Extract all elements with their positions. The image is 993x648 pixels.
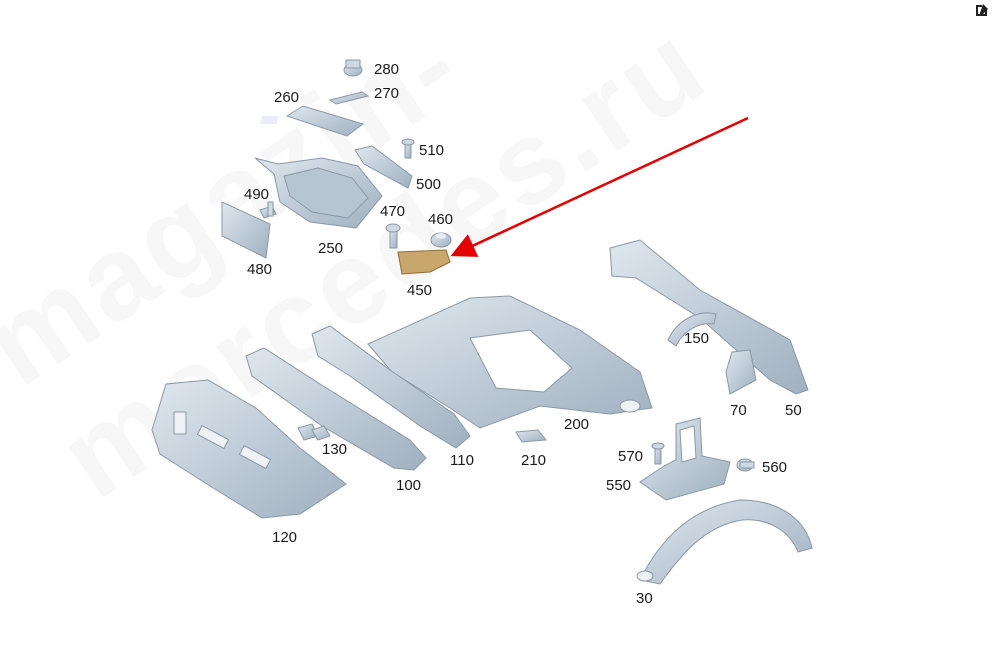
callout-560[interactable]: 560: [762, 459, 788, 476]
callout-250[interactable]: 250: [318, 240, 344, 257]
pointer-arrow: [450, 116, 749, 257]
part-210-clip[interactable]: [515, 429, 547, 443]
part-560-bolt[interactable]: [736, 458, 755, 472]
part-280-nut[interactable]: [343, 59, 363, 77]
callout-110[interactable]: 110: [450, 452, 474, 469]
part-510-bolt[interactable]: [401, 138, 415, 159]
part-70-bracket[interactable]: [725, 349, 757, 395]
callout-120[interactable]: 120: [272, 529, 298, 546]
part-570-bolt[interactable]: [651, 442, 665, 465]
callout-130[interactable]: 130: [322, 441, 348, 458]
part-250-tub[interactable]: [254, 157, 383, 229]
part-120-floor-section[interactable]: [151, 379, 347, 519]
callout-270[interactable]: 270: [374, 85, 400, 102]
callout-280[interactable]: 280: [374, 61, 400, 78]
callout-70[interactable]: 70: [730, 402, 747, 419]
part-460-nut[interactable]: [430, 232, 452, 248]
part-150-arch[interactable]: [667, 312, 717, 347]
callout-490[interactable]: 490: [244, 186, 270, 203]
edit-icon[interactable]: [974, 2, 992, 20]
callout-150[interactable]: 150: [684, 330, 710, 347]
part-550-bracket[interactable]: [639, 417, 731, 501]
part-270-strip[interactable]: [328, 91, 370, 105]
part-480-panel[interactable]: [221, 201, 271, 259]
callout-460[interactable]: 460: [428, 211, 454, 228]
part-450-bracket-highlighted[interactable]: [397, 249, 451, 275]
callout-470[interactable]: 470: [380, 203, 406, 220]
part-490-clip[interactable]: [259, 201, 277, 219]
callout-100[interactable]: 100: [396, 477, 422, 494]
part-100-rail[interactable]: [245, 347, 427, 471]
part-200-floor[interactable]: [367, 295, 653, 429]
part-260-cover[interactable]: [259, 105, 365, 137]
callout-480[interactable]: 480: [247, 261, 273, 278]
part-110-rail[interactable]: [311, 325, 471, 449]
callout-200[interactable]: 200: [564, 416, 590, 433]
part-470-bolt[interactable]: [385, 223, 401, 249]
callout-570[interactable]: 570: [618, 448, 644, 465]
callout-450[interactable]: 450: [407, 282, 433, 299]
callout-550[interactable]: 550: [606, 477, 632, 494]
callout-510[interactable]: 510: [419, 142, 445, 159]
callout-210[interactable]: 210: [521, 452, 547, 469]
part-30-wheel-arch[interactable]: [636, 499, 813, 585]
callout-500[interactable]: 500: [416, 176, 442, 193]
part-130-clips[interactable]: [297, 423, 331, 441]
part-500-bracket[interactable]: [354, 145, 413, 189]
callout-30[interactable]: 30: [636, 590, 653, 607]
callout-260[interactable]: 260: [274, 89, 300, 106]
callout-50[interactable]: 50: [785, 402, 802, 419]
